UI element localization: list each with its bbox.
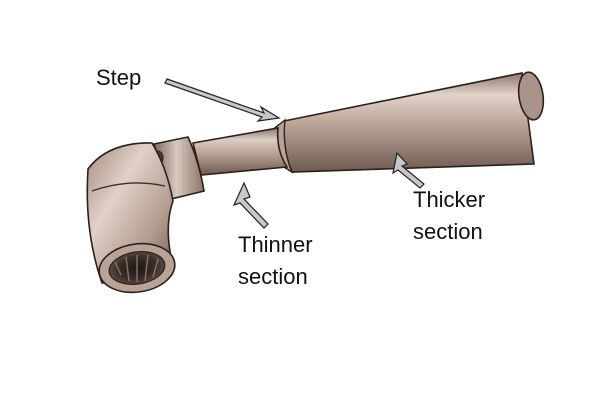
thicker-section-end (517, 71, 545, 121)
thicker-arrow (392, 151, 425, 189)
thicker-section (282, 71, 545, 173)
thicker-section-label: Thicker section (413, 187, 486, 244)
thinner-section (192, 127, 289, 176)
thinner-arrow (232, 181, 269, 229)
socket-head (86, 142, 176, 294)
step-arrow (164, 78, 281, 122)
thinner-section-label: Thinner section (238, 232, 313, 289)
step-label: Step (96, 65, 142, 90)
